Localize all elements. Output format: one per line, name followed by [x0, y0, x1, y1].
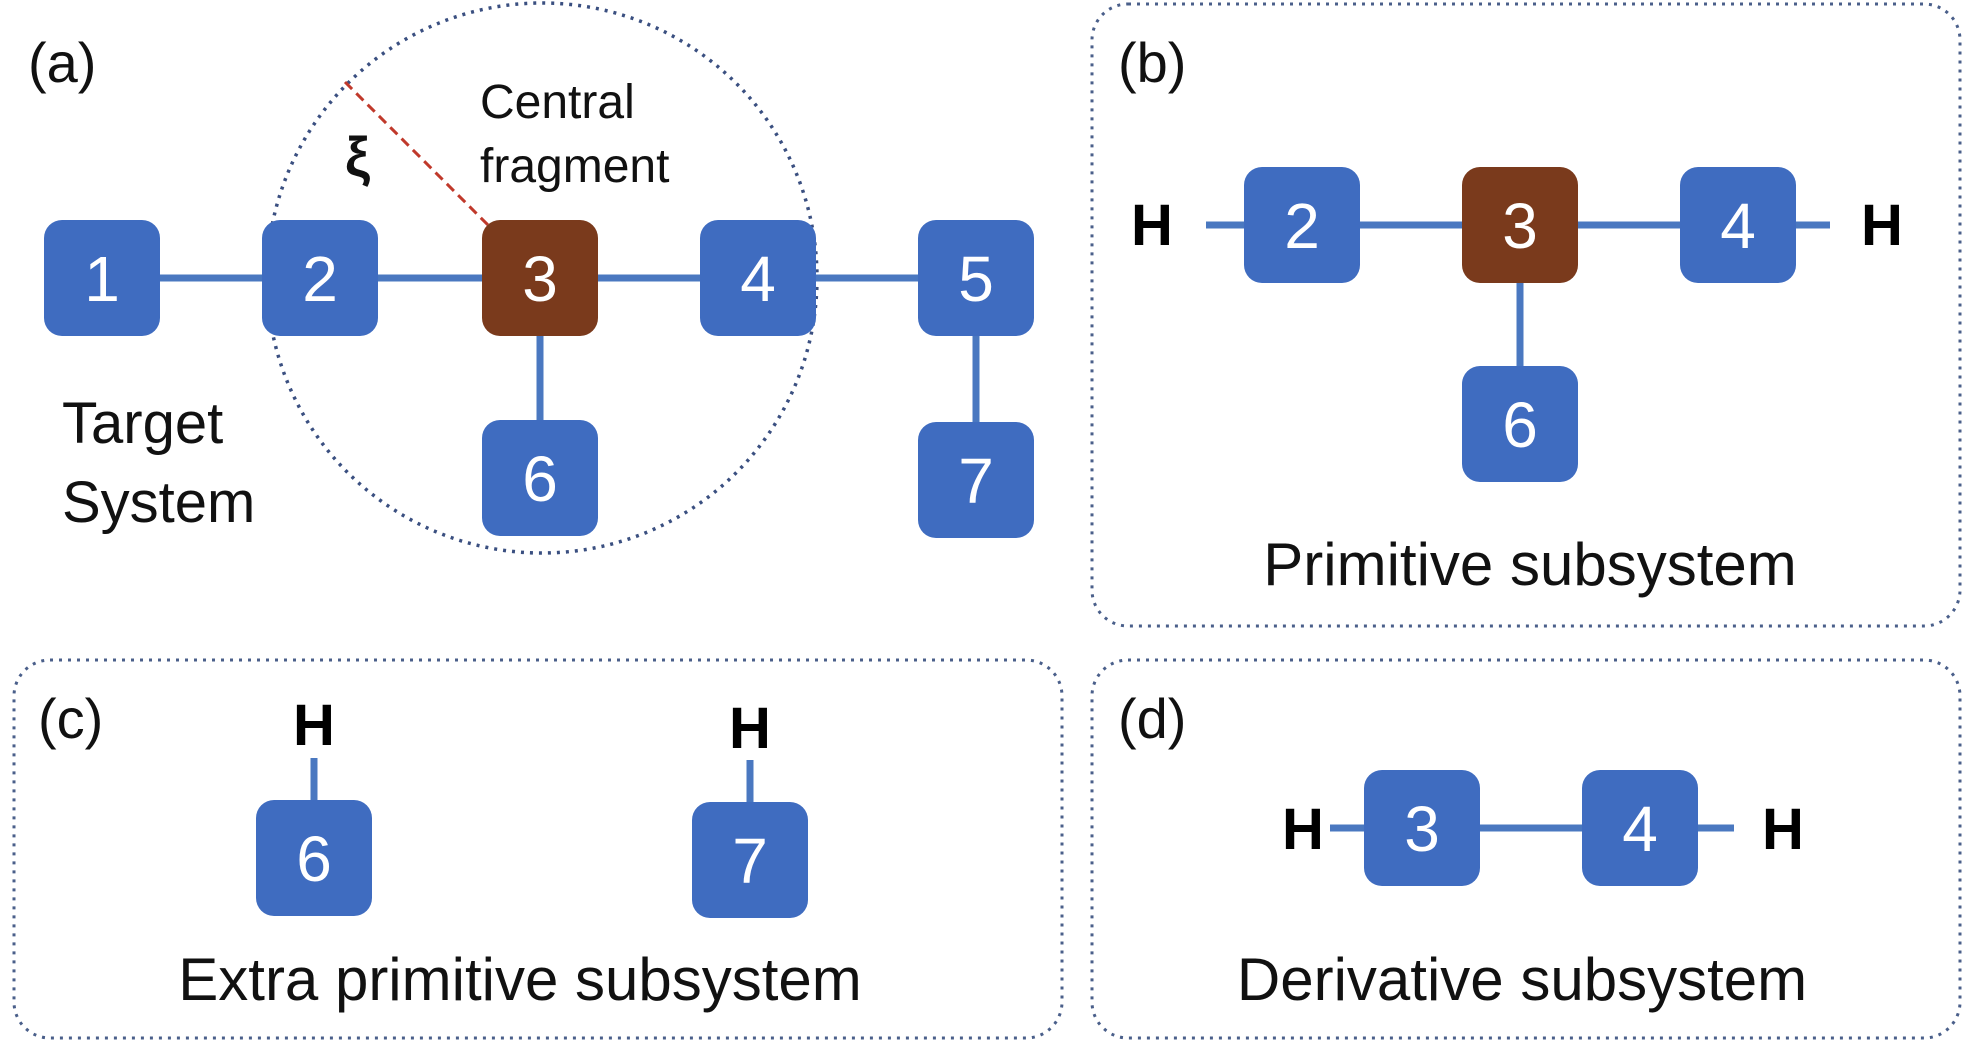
node-4 [700, 220, 816, 336]
node-6-label: 6 [1502, 389, 1538, 461]
panel-c-caption: Extra primitive subsystem [178, 946, 862, 1013]
h-cap-right: H [1861, 193, 1903, 258]
central-fragment-label-line1: Central [480, 76, 635, 129]
node-4-label: 4 [1622, 793, 1658, 865]
node-6-label: 6 [296, 823, 332, 895]
node-6 [1462, 366, 1578, 482]
xi-symbol: ξ [345, 125, 370, 188]
node-7-label: 7 [958, 445, 994, 517]
node-2 [1244, 167, 1360, 283]
panel-d-caption: Derivative subsystem [1237, 946, 1807, 1013]
panel-b: (b) H H 2 3 4 6 Primitive subsystem [1118, 31, 1903, 598]
panel-d-border [1090, 658, 1962, 1040]
node-3-label: 3 [1404, 793, 1440, 865]
node-5 [918, 220, 1034, 336]
target-system-label-line1: Target [62, 391, 223, 456]
node-2 [262, 220, 378, 336]
node-4 [1582, 770, 1698, 886]
central-fragment-label-line2: fragment [480, 140, 669, 193]
h-cap-left: H [1282, 797, 1324, 862]
panel-a-tag: (a) [28, 31, 96, 94]
node-6 [256, 800, 372, 916]
panel-c: (c) H 6 H 7 Extra primitive subsystem [38, 687, 862, 1013]
target-system-label-line2: System [62, 470, 255, 535]
h-cap-left: H [293, 693, 335, 758]
node-6 [482, 420, 598, 536]
panel-c-border [12, 658, 1064, 1040]
h-cap-left: H [1131, 193, 1173, 258]
panel-d: (d) H H 3 4 Derivative subsystem [1118, 687, 1807, 1013]
node-2-label: 2 [1284, 190, 1320, 262]
node-4-label: 4 [740, 243, 776, 315]
node-7 [692, 802, 808, 918]
node-3-label: 3 [522, 243, 558, 315]
node-3-central [1462, 167, 1578, 283]
node-1-label: 1 [84, 243, 120, 315]
node-2-label: 2 [302, 243, 338, 315]
h-cap-right: H [729, 696, 771, 761]
node-1 [44, 220, 160, 336]
node-4 [1680, 167, 1796, 283]
h-cap-right: H [1762, 797, 1804, 862]
node-7-label: 7 [732, 825, 768, 897]
panel-b-border [1090, 2, 1962, 628]
node-3-central [482, 220, 598, 336]
cutoff-radius-line [343, 80, 537, 274]
node-3-label: 3 [1502, 190, 1538, 262]
node-4-label: 4 [1720, 190, 1756, 262]
panel-b-caption: Primitive subsystem [1263, 531, 1796, 598]
node-7 [918, 422, 1034, 538]
panel-d-tag: (d) [1118, 687, 1186, 750]
node-5-label: 5 [958, 243, 994, 315]
node-3 [1364, 770, 1480, 886]
node-6-label: 6 [522, 443, 558, 515]
panel-b-tag: (b) [1118, 31, 1186, 94]
panel-c-tag: (c) [38, 687, 103, 750]
panel-a: (a) ξ Central fragment Target System 1 2… [28, 1, 1034, 555]
